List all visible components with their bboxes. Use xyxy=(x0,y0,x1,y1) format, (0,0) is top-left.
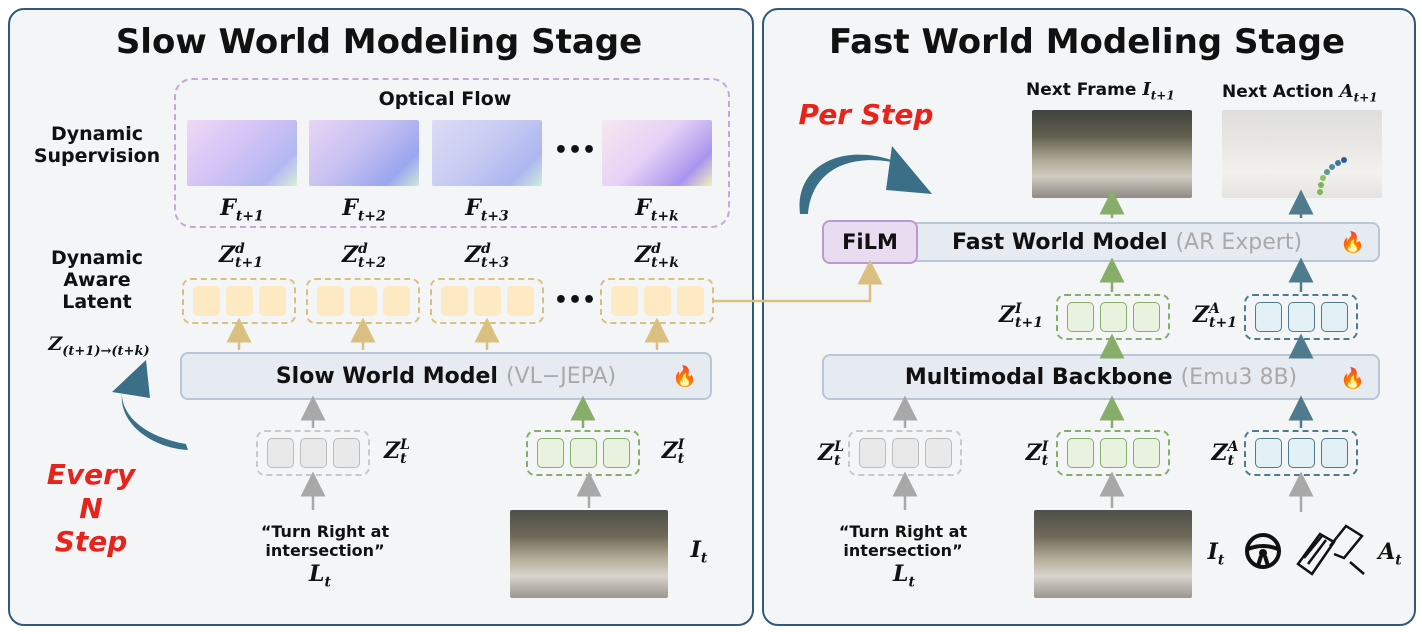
next-frame-image xyxy=(1032,110,1192,198)
latent-range-symbol: Z(t+1)→(t+k) xyxy=(48,333,150,359)
film-box: FiLM xyxy=(822,220,918,264)
fast-stage-title: Fast World Modeling Stage xyxy=(828,22,1346,62)
flow-label-t1: Ft+1 xyxy=(220,195,264,225)
image-tokens-next xyxy=(1056,294,1170,340)
latent-ellipsis: ••• xyxy=(553,288,597,313)
flow-label-tk: Ft+k xyxy=(635,195,679,225)
flame-icon: 🔥 xyxy=(672,364,697,388)
lt-label-fast: Lt xyxy=(893,561,915,591)
latent-tokens-t3 xyxy=(430,278,544,324)
flow-ellipsis: ••• xyxy=(553,138,597,163)
steering-wheel-icon xyxy=(1244,532,1282,570)
fast-world-model-name: Fast World Model xyxy=(952,229,1168,255)
per-step-label: Per Step xyxy=(798,98,934,131)
backbone-name: Multimodal Backbone xyxy=(904,364,1173,390)
it-label-fast: It xyxy=(1207,539,1225,569)
latent-tokens-tk xyxy=(600,278,714,324)
slow-stage-title: Slow World Modeling Stage xyxy=(115,22,643,62)
loop-arrow-per-step xyxy=(799,146,932,214)
slow-world-model-name: Slow World Model xyxy=(275,363,498,389)
multimodal-backbone-box: Multimodal Backbone (Emu3 8B) xyxy=(822,354,1380,400)
dynamic-aware-latent-label: Dynamic Aware Latent xyxy=(50,247,144,313)
instruction-text-fast: “Turn Right at intersection” xyxy=(838,522,968,560)
street-image-input-fast xyxy=(1034,510,1192,598)
optical-flow-frame-k xyxy=(602,120,712,186)
trajectory-dots xyxy=(1317,157,1347,195)
flow-label-t2: Ft+2 xyxy=(342,195,386,225)
flow-label-t3: Ft+3 xyxy=(465,195,509,225)
next-action-image xyxy=(1222,110,1382,198)
fast-world-model-sub: (AR Expert) xyxy=(1175,229,1303,255)
loop-arrow-every-n xyxy=(112,360,188,450)
pedal-icon xyxy=(1290,516,1368,582)
language-tokens-fast xyxy=(848,430,962,476)
next-action-label: Next Action At+1 xyxy=(1222,81,1378,105)
every-n-step-label: Every N Step xyxy=(46,458,136,559)
optical-flow-frame-2 xyxy=(309,120,419,186)
flame-icon: 🔥 xyxy=(1340,230,1365,254)
image-tokens-slow xyxy=(526,430,640,476)
instruction-text-slow: “Turn Right at intersection” xyxy=(260,522,390,560)
optical-flow-box xyxy=(174,78,730,228)
slow-world-model-box: Slow World Model (VL−JEPA) xyxy=(180,352,712,400)
slow-world-model-sub: (VL−JEPA) xyxy=(505,363,617,389)
lt-label-slow: Lt xyxy=(309,561,331,591)
street-image-input-slow xyxy=(510,510,668,598)
language-tokens-slow xyxy=(256,430,370,476)
optical-flow-label: Optical Flow xyxy=(378,88,512,110)
flame-icon: 🔥 xyxy=(1340,366,1365,390)
optical-flow-frame-1 xyxy=(187,120,297,186)
backbone-sub: (Emu3 8B) xyxy=(1180,364,1298,390)
next-frame-label: Next Frame It+1 xyxy=(1026,79,1175,103)
optical-flow-frame-3 xyxy=(432,120,542,186)
dynamic-supervision-label: Dynamic Supervision xyxy=(33,123,161,167)
at-label-fast: At xyxy=(1378,539,1402,569)
it-label-slow: It xyxy=(690,537,708,567)
